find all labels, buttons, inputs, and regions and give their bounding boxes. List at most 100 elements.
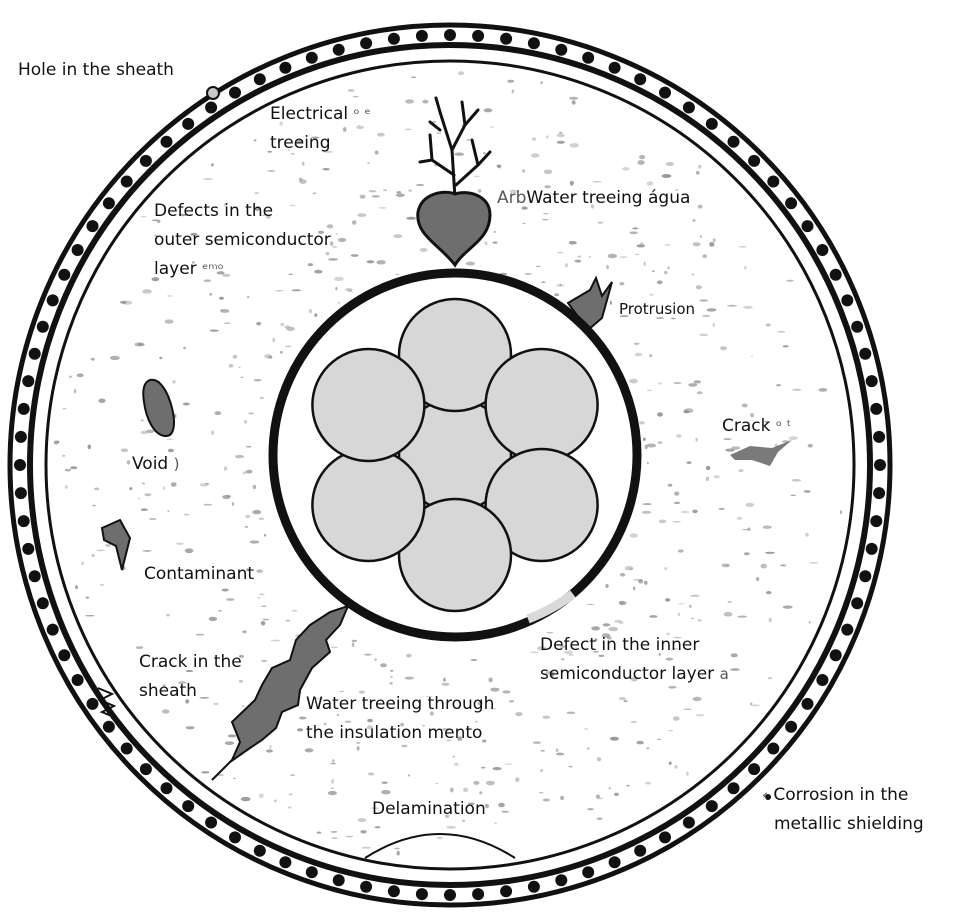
insulation-speckle (649, 293, 654, 296)
insulation-speckle (644, 444, 648, 450)
insulation-speckle (730, 668, 740, 671)
insulation-speckle (213, 702, 219, 705)
shield-wire-dot (555, 43, 568, 56)
shield-wire-dot (387, 32, 400, 45)
insulation-speckle (419, 247, 428, 252)
shield-wire-dot (682, 101, 695, 114)
insulation-speckle (304, 748, 314, 753)
insulation-speckle (410, 76, 417, 78)
insulation-speckle (764, 420, 769, 423)
insulation-speckle (738, 246, 747, 248)
insulation-speckle (765, 323, 771, 327)
insulation-speckle (629, 567, 633, 570)
void-fragment: ) (173, 455, 180, 473)
insulation-speckle (665, 162, 675, 166)
insulation-speckle (677, 603, 685, 605)
insulation-speckle (618, 600, 625, 605)
insulation-speckle (726, 304, 737, 307)
insulation-speckle (429, 711, 434, 716)
shield-wire-dot (279, 61, 292, 74)
insulation-speckle (94, 487, 100, 491)
inner-semiconductor-line1: Defect in the inner (540, 635, 700, 655)
insulation-speckle (698, 164, 702, 169)
insulation-speckle (752, 704, 760, 707)
insulation-speckle (665, 657, 674, 661)
insulation-speckle (782, 605, 793, 609)
insulation-speckle (697, 619, 702, 622)
shield-wire-dot (71, 674, 84, 686)
shield-wire-dot (36, 320, 49, 333)
insulation-speckle (337, 237, 347, 243)
insulation-speckle (639, 154, 646, 160)
label-inner-semiconductor: Defect in the inner semiconductor layer … (540, 631, 729, 689)
insulation-speckle (492, 241, 498, 244)
insulation-speckle (598, 654, 605, 658)
insulation-speckle (238, 366, 241, 369)
insulation-speckle (190, 232, 198, 236)
insulation-speckle (686, 771, 689, 776)
insulation-speckle (258, 793, 264, 799)
insulation-speckle (725, 448, 735, 452)
insulation-speckle (184, 699, 190, 704)
shield-wire-dot (851, 320, 864, 333)
insulation-speckle (538, 792, 544, 794)
insulation-speckle (69, 375, 72, 378)
insulation-speckle (232, 502, 235, 506)
shield-wire-dot (527, 37, 540, 50)
shield-wire-dot (767, 175, 780, 188)
insulation-speckle (665, 598, 671, 602)
insulation-speckle (755, 576, 760, 582)
insulation-speckle (235, 454, 244, 459)
insulation-speckle (99, 583, 105, 586)
insulation-speckle (532, 137, 537, 141)
insulation-speckle (721, 563, 730, 568)
insulation-speckle (65, 485, 68, 489)
insulation-speckle (680, 511, 690, 513)
insulation-speckle (53, 440, 59, 445)
insulation-speckle (357, 213, 367, 218)
insulation-speckle (569, 143, 579, 148)
shield-wire-dot (17, 515, 30, 528)
insulation-speckle (555, 284, 565, 287)
insulation-speckle (252, 509, 262, 515)
insulation-speckle (624, 565, 634, 571)
insulation-speckle (619, 315, 629, 317)
insulation-speckle (254, 192, 259, 194)
insulation-speckle (672, 521, 681, 523)
insulation-speckle (394, 847, 400, 850)
insulation-speckle (652, 270, 655, 273)
insulation-speckle (275, 289, 284, 292)
insulation-speckle (253, 139, 257, 142)
insulation-speckle (142, 289, 152, 294)
insulation-speckle (614, 619, 623, 623)
insulation-speckle (790, 494, 797, 497)
insulation-speckle (658, 652, 661, 657)
insulation-speckle (279, 121, 283, 126)
insulation-speckle (485, 780, 495, 786)
insulation-speckle (480, 766, 486, 769)
insulation-speckle (351, 642, 355, 647)
insulation-speckle (587, 808, 594, 811)
insulation-speckle (597, 221, 604, 224)
insulation-speckle (792, 388, 802, 391)
insulation-speckle (307, 263, 314, 267)
insulation-speckle (668, 730, 673, 732)
insulation-speckle (743, 552, 750, 556)
insulation-speckle (690, 617, 695, 620)
insulation-speckle (287, 149, 290, 151)
insulation-speckle (657, 441, 663, 444)
insulation-speckle (140, 215, 147, 218)
insulation-speckle (482, 152, 486, 155)
insulation-speckle (256, 321, 262, 326)
insulation-speckle (435, 783, 439, 785)
water-treeing-insulation-line1: Water treeing through (306, 694, 495, 714)
insulation-speckle (81, 561, 84, 565)
insulation-speckle (605, 584, 609, 588)
insulation-speckle (76, 373, 84, 378)
conductor-strands (311, 297, 599, 613)
insulation-speckle (166, 295, 173, 297)
insulation-speckle (765, 551, 775, 554)
insulation-speckle (264, 533, 267, 537)
shield-wire-dot (182, 800, 195, 813)
